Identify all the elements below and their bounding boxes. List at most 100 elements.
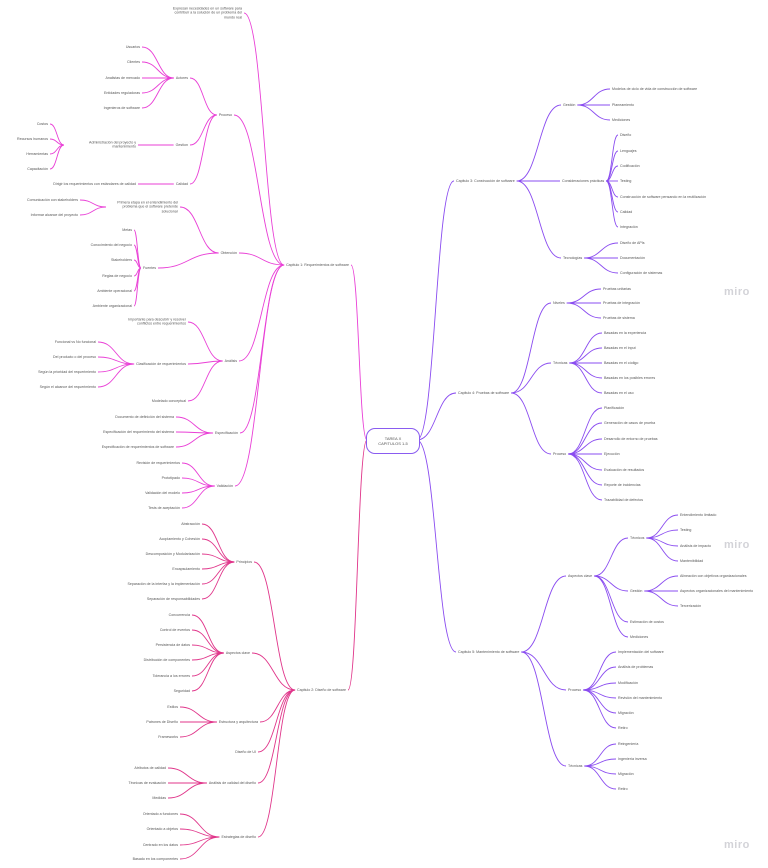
mind-map-node[interactable]: Capitulo 5: Mantenimiento de software bbox=[458, 649, 520, 654]
mind-map-node[interactable]: Retiro bbox=[618, 725, 628, 730]
mind-map-node[interactable]: Especificación bbox=[215, 430, 238, 435]
mind-map-node[interactable]: Mantenibilidad bbox=[680, 558, 704, 563]
mind-map-node[interactable]: Mediciones bbox=[612, 117, 631, 122]
mind-map-node[interactable]: Aspectos clave bbox=[568, 573, 593, 578]
mind-map-node[interactable]: Capitulo 2: Diseño de software bbox=[297, 687, 346, 692]
mind-map-node[interactable]: Dirigir los requerimientos con estándare… bbox=[53, 181, 136, 186]
mind-map-node[interactable]: Trazabilidad de defectos bbox=[604, 497, 644, 502]
mind-map-node[interactable]: Pruebas unitarias bbox=[603, 286, 631, 291]
mind-map-node[interactable]: Herramientas bbox=[26, 151, 48, 156]
mind-map-node[interactable]: Usuarios bbox=[125, 44, 140, 49]
mind-map-node[interactable]: Separación de la interfaz y la implement… bbox=[127, 581, 200, 586]
mind-map-node[interactable]: Según la prioridad del requerimiento bbox=[38, 369, 96, 374]
mind-map-node[interactable]: Stakeholders bbox=[111, 257, 132, 262]
mind-map-node[interactable]: Fuentes bbox=[143, 265, 156, 270]
mind-map-node[interactable]: Gestión bbox=[630, 588, 643, 593]
mind-map-node[interactable]: Basadas en el uso bbox=[604, 390, 634, 395]
mind-map-node[interactable]: Validación del modelo bbox=[145, 490, 180, 495]
mind-map-node[interactable]: Testing bbox=[620, 178, 632, 183]
mind-map-node[interactable]: Evaluación de resultados bbox=[604, 467, 645, 472]
mind-map-node[interactable]: Calidad bbox=[175, 181, 188, 186]
mind-map-node[interactable]: Análisis de problemas bbox=[618, 664, 654, 669]
mind-map-node[interactable]: Seguridad bbox=[173, 688, 190, 693]
mind-map-node[interactable]: Migración bbox=[618, 771, 634, 776]
mind-map-node[interactable]: Revisión del mantenimiento bbox=[618, 695, 663, 700]
mind-map-node[interactable]: Reporte de incidencias bbox=[604, 482, 641, 487]
mind-map-node[interactable]: Metas bbox=[122, 227, 132, 232]
mind-map-node[interactable]: Diseño de APIs bbox=[620, 240, 645, 245]
mind-map-node[interactable]: Separación de responsabilidades bbox=[146, 596, 200, 601]
mind-map-node[interactable]: Estimación de costos bbox=[630, 619, 664, 624]
mind-map-node[interactable]: Técnicas de evaluación bbox=[128, 780, 166, 785]
root-node[interactable]: TAREA X CAPITULOS 1-5 bbox=[366, 428, 420, 454]
mind-map-node[interactable]: Distribución de componentes bbox=[143, 657, 190, 662]
mind-map-node[interactable]: Capitulo 3: Construcción de software bbox=[456, 178, 515, 183]
mind-map-node[interactable]: Lenguajes bbox=[620, 148, 637, 153]
mind-map-node[interactable]: Modelado conceptual bbox=[151, 398, 186, 403]
mind-map-node[interactable]: Recursos humanos bbox=[17, 136, 48, 141]
mind-map-node[interactable]: Del producto o del proceso bbox=[53, 354, 96, 359]
mind-map-node[interactable]: Migración bbox=[618, 710, 634, 715]
mind-map-node[interactable]: Modificación bbox=[618, 680, 638, 685]
mind-map-node[interactable]: Alineación con objetivos organizacionale… bbox=[680, 573, 747, 578]
mind-map-node[interactable]: Testing bbox=[680, 527, 692, 532]
mind-map-node[interactable]: Entendimiento limitado bbox=[680, 512, 717, 517]
mind-map-node[interactable]: Persistencia de datos bbox=[155, 642, 190, 647]
mind-map-node[interactable]: Estrategias de diseño bbox=[221, 834, 256, 839]
mind-map-node[interactable]: Análisis de impacto bbox=[680, 543, 711, 548]
mind-map-node[interactable]: Aspectos clave bbox=[225, 650, 250, 655]
mind-map-node[interactable]: Diseño de UI bbox=[235, 749, 256, 754]
mind-map-node[interactable]: Primera etapa en el entendimiento del pr… bbox=[117, 200, 178, 214]
mind-map-node[interactable]: Especificación de requerimientos de soft… bbox=[101, 444, 174, 449]
mind-map-node[interactable]: Codificación bbox=[620, 163, 640, 168]
mind-map-node[interactable]: Tecnologías bbox=[563, 255, 583, 260]
mind-map-node[interactable]: Expresan necesidades en un software para… bbox=[172, 6, 242, 20]
mind-map-node[interactable]: Concurrencia bbox=[168, 612, 190, 617]
mind-map-node[interactable]: Control de eventos bbox=[159, 627, 190, 632]
mind-map-node[interactable]: Reingeniería bbox=[618, 741, 639, 746]
mind-map-node[interactable]: Analistas de mercado bbox=[105, 75, 140, 80]
mind-map-node[interactable]: Implementación del software bbox=[618, 649, 664, 654]
mind-map-node[interactable]: Planeamiento bbox=[612, 102, 634, 107]
mind-map-node[interactable]: Orientado a funciones bbox=[142, 811, 178, 816]
mind-map-node[interactable]: Pruebas de sistema bbox=[603, 315, 635, 320]
mind-map-node[interactable]: Consideraciones prácticas bbox=[562, 178, 605, 183]
mind-map-node[interactable]: Capitulo 1: Requerimientos de software bbox=[286, 262, 349, 267]
mind-map-node[interactable]: Descomposición y Modularización bbox=[145, 551, 200, 556]
mind-map-node[interactable]: Mediciones bbox=[630, 634, 649, 639]
mind-map-node[interactable]: Técnicas bbox=[568, 763, 583, 768]
mind-map-node[interactable]: Basadas en el código bbox=[604, 360, 639, 365]
mind-map-node[interactable]: Planificación bbox=[604, 405, 625, 410]
mind-map-node[interactable]: Conocimiento del negocio bbox=[90, 242, 132, 247]
mind-map-node[interactable]: Atributos de calidad bbox=[134, 765, 166, 770]
mind-map-node[interactable]: Tolerancia a los errores bbox=[152, 673, 190, 678]
mind-map-node[interactable]: Comunicación con stakeholders bbox=[27, 197, 78, 202]
mind-map-node[interactable]: Según el alcance del requerimiento bbox=[39, 384, 96, 389]
mind-map-node[interactable]: Aspectos organizacionales del mantenimie… bbox=[680, 588, 754, 593]
mind-map-node[interactable]: Análisis bbox=[224, 358, 237, 363]
mind-map-node[interactable]: Desarrollo de entorno de pruebas bbox=[604, 436, 658, 441]
mind-map-node[interactable]: Capacitación bbox=[27, 166, 48, 171]
mind-map-node[interactable]: Especificación del requerimiento del sis… bbox=[103, 429, 174, 434]
mind-map-node[interactable]: Basadas en el input bbox=[604, 345, 636, 350]
mind-map-node[interactable]: Basadas en los posibles errores bbox=[604, 375, 656, 380]
mind-map-node[interactable]: Encapsulamiento bbox=[172, 566, 200, 571]
mind-map-node[interactable]: Pruebas de integración bbox=[603, 300, 640, 305]
mind-map-node[interactable]: Prototipado bbox=[161, 475, 180, 480]
mind-map-node[interactable]: Diseño bbox=[620, 132, 632, 137]
mind-map-node[interactable]: Clasificación de requerimientos bbox=[136, 361, 186, 366]
mind-map-node[interactable]: Proceso bbox=[218, 112, 232, 117]
mind-map-node[interactable]: Análisis de calidad del diseño bbox=[208, 780, 256, 785]
mind-map-node[interactable]: Gestion bbox=[175, 142, 188, 147]
mind-map-node[interactable]: Validación bbox=[216, 483, 233, 488]
mind-map-node[interactable]: Ambiente organizacional bbox=[92, 303, 132, 308]
mind-map-node[interactable]: Estilos bbox=[167, 704, 178, 709]
mind-map-node[interactable]: Costos bbox=[36, 121, 48, 126]
mind-map-node[interactable]: Ingenieros de software bbox=[103, 105, 140, 110]
mind-map-node[interactable]: Tests de aceptación bbox=[148, 505, 180, 510]
mind-map-node[interactable]: Basado en los componentes bbox=[132, 856, 178, 861]
mind-map-node[interactable]: Retiro bbox=[618, 786, 628, 791]
mind-map-node[interactable]: Gestión bbox=[563, 102, 576, 107]
mind-map-node[interactable]: Niveles bbox=[553, 300, 565, 305]
